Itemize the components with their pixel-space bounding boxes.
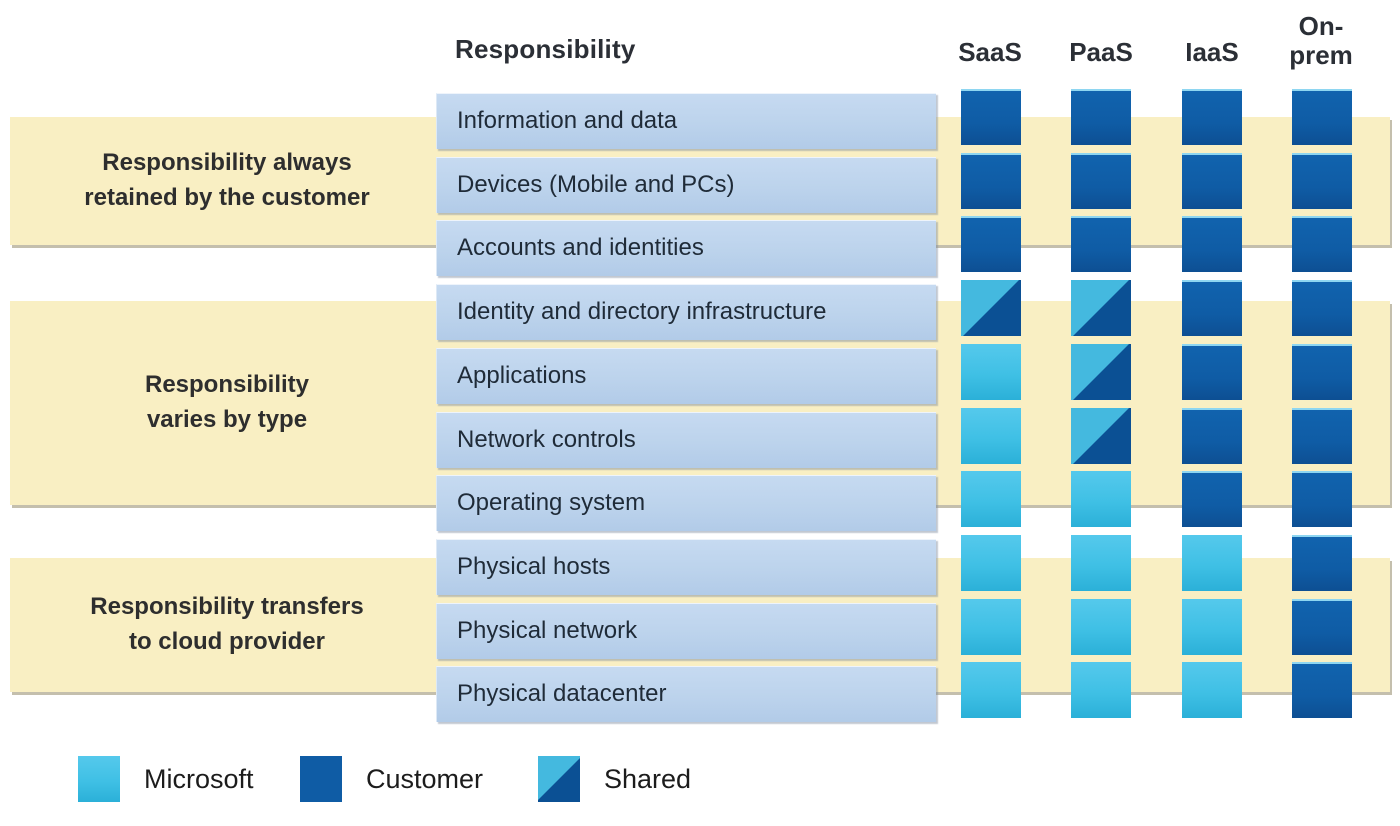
cell-paas-row2 [1071,216,1131,272]
row-bar: Physical hosts [436,539,936,595]
cell-onprem-row5 [1292,408,1352,464]
cell-paas-row3 [1071,280,1131,336]
column-header-onprem: On-prem [1289,11,1353,71]
band-label-2: Responsibility transfers to cloud provid… [90,593,364,655]
row-bar: Identity and directory infrastructure [436,284,936,340]
cell-paas-row1 [1071,153,1131,209]
row-bar: Physical datacenter [436,666,936,722]
legend-item-microsoft: Microsoft [78,755,254,803]
row-label: Physical datacenter [457,680,667,707]
row-bar: Network controls [436,412,936,468]
cell-onprem-row8 [1292,599,1352,655]
band-label-0: Responsibility always retained by the cu… [84,149,370,211]
cell-saas-row6 [961,471,1021,527]
cell-paas-row7 [1071,535,1131,591]
row-label: Accounts and identities [457,234,704,261]
row-label: Operating system [457,489,646,516]
page-title: Responsibility [455,34,636,64]
cell-iaas-row4 [1182,344,1242,400]
cell-iaas-row1 [1182,153,1242,209]
cell-paas-row0 [1071,89,1131,145]
row-bar: Accounts and identities [436,220,936,276]
cell-saas-row9 [961,662,1021,718]
row-label: Devices (Mobile and PCs) [457,171,735,198]
cell-saas-row2 [961,216,1021,272]
cell-iaas-row8 [1182,599,1242,655]
cell-paas-row8 [1071,599,1131,655]
legend-item-shared: Shared [538,755,691,803]
cell-saas-row1 [961,153,1021,209]
cell-onprem-row9 [1292,662,1352,718]
column-header-iaas: IaaS [1185,37,1239,67]
cell-saas-row8 [961,599,1021,655]
cell-iaas-row3 [1182,280,1242,336]
row-bar: Operating system [436,475,936,531]
cell-iaas-row2 [1182,216,1242,272]
row-bar: Physical network [436,603,936,659]
cell-paas-row5 [1071,408,1131,464]
cell-saas-row7 [961,535,1021,591]
row-label: Applications [457,362,587,389]
legend-label-shared: Shared [604,763,692,794]
cell-iaas-row6 [1182,471,1242,527]
row-label: Physical network [457,617,638,644]
legend-swatch-shared-icon [538,756,580,802]
cell-iaas-row0 [1182,89,1242,145]
row-bar: Devices (Mobile and PCs) [436,157,936,213]
row-bar: Applications [436,348,936,404]
cell-onprem-row2 [1292,216,1352,272]
cell-saas-row3 [961,280,1021,336]
cell-onprem-row1 [1292,153,1352,209]
band-label-1: Responsibility varies by type [144,371,310,433]
cell-paas-row4 [1071,344,1131,400]
legend-swatch-microsoft-icon [78,756,120,802]
cell-onprem-row4 [1292,344,1352,400]
legend-item-customer: Customer [300,755,483,803]
row-label: Network controls [457,426,636,453]
cell-iaas-row9 [1182,662,1242,718]
cell-saas-row4 [961,344,1021,400]
cell-saas-row0 [961,89,1021,145]
column-header-saas: SaaS [958,37,1022,67]
legend-swatch-customer-icon [300,756,342,802]
row-label: Identity and directory infrastructure [457,298,827,325]
row-label: Information and data [457,107,678,134]
row-bar: Information and data [436,93,936,149]
cell-paas-row9 [1071,662,1131,718]
legend-label-customer: Customer [366,763,484,794]
row-label: Physical hosts [457,553,611,580]
cell-paas-row6 [1071,471,1131,527]
column-header-paas: PaaS [1069,37,1133,67]
cell-saas-row5 [961,408,1021,464]
cell-iaas-row7 [1182,535,1242,591]
cell-onprem-row7 [1292,535,1352,591]
cell-iaas-row5 [1182,408,1242,464]
cell-onprem-row3 [1292,280,1352,336]
legend-label-microsoft: Microsoft [144,763,254,794]
cell-onprem-row0 [1292,89,1352,145]
cell-onprem-row6 [1292,471,1352,527]
